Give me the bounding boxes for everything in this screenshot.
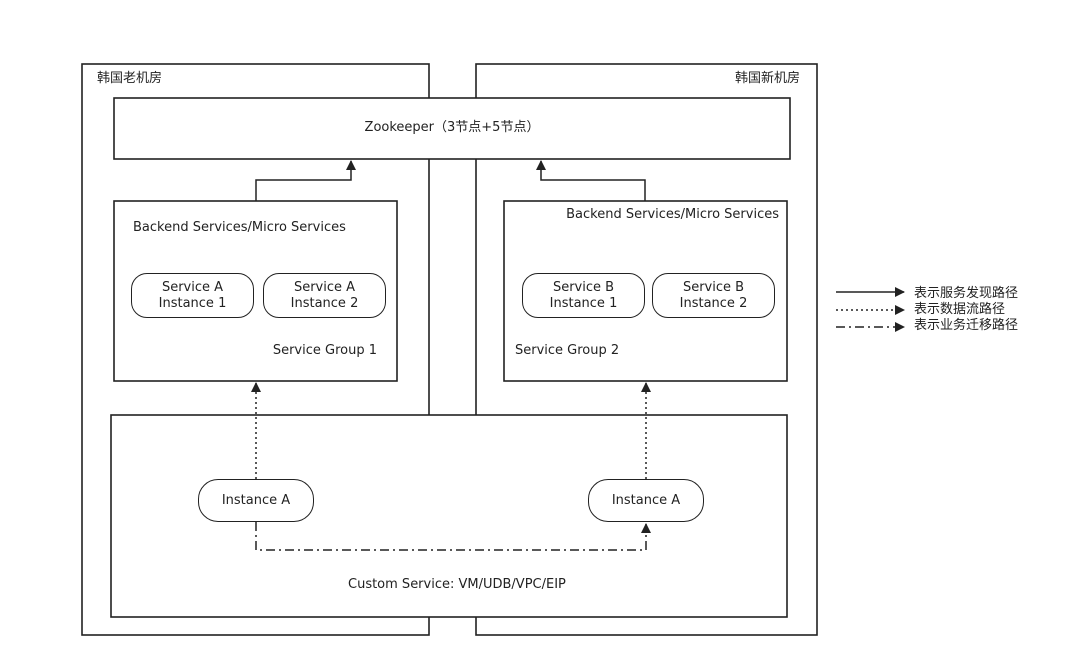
discovery-arrow-group-2 <box>536 160 646 201</box>
group-1-footer: Service Group 1 <box>272 343 377 358</box>
group-2-header: Backend Services/Micro Services <box>566 207 779 222</box>
service-b-instance-2: Service B Instance 2 <box>652 273 775 318</box>
migration-arrow <box>255 522 651 551</box>
service-a-instance-2-line1: Service A <box>293 279 356 295</box>
zookeeper-label: Zookeeper（3节点+5节点） <box>364 120 540 135</box>
service-a-instance-1-line2: Instance 1 <box>158 295 227 311</box>
service-a-instance-1: Service A Instance 1 <box>131 273 254 318</box>
discovery-arrow-group-1 <box>255 160 356 201</box>
custom-instance-a-right: Instance A <box>588 479 704 522</box>
service-b-instance-1: Service B Instance 1 <box>522 273 645 318</box>
service-a-instance-1-line1: Service A <box>161 279 224 295</box>
service-b-instance-2-line1: Service B <box>682 279 745 295</box>
custom-instance-a-left-label: Instance A <box>221 492 291 508</box>
custom-service-label: Custom Service: VM/UDB/VPC/EIP <box>348 577 566 592</box>
region-old-label: 韩国老机房 <box>97 71 163 86</box>
custom-instance-a-right-label: Instance A <box>611 492 681 508</box>
region-new-box <box>475 63 818 636</box>
legend-dotted-label: 表示数据流路径 <box>914 302 1006 317</box>
custom-instance-a-left: Instance A <box>198 479 314 522</box>
legend-solid-label: 表示服务发现路径 <box>914 286 1019 301</box>
service-b-instance-1-line2: Instance 1 <box>549 295 618 311</box>
service-a-instance-2-line2: Instance 2 <box>290 295 359 311</box>
region-old-box <box>81 63 430 636</box>
group-2-footer: Service Group 2 <box>515 343 620 358</box>
group-1-header: Backend Services/Micro Services <box>133 220 346 235</box>
zookeeper-box <box>113 97 791 160</box>
service-b-instance-2-line2: Instance 2 <box>679 295 748 311</box>
service-b-instance-1-line1: Service B <box>552 279 615 295</box>
legend-dashdot-label: 表示业务迁移路径 <box>914 318 1019 333</box>
service-a-instance-2: Service A Instance 2 <box>263 273 386 318</box>
region-new-label: 韩国新机房 <box>734 71 800 86</box>
